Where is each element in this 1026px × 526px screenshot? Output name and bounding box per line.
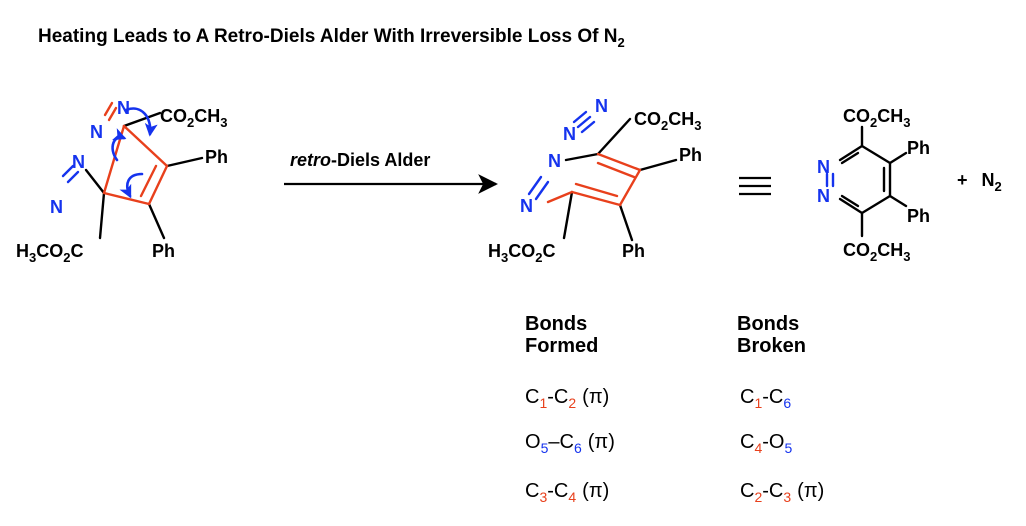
reaction-arrow: retro-Diels Alder [284, 150, 498, 194]
formed-row-1: C1-C2(π) [525, 386, 609, 411]
ph-bottom-label: Ph [622, 241, 645, 261]
bond-c-ph-bottom [618, 203, 634, 242]
ph-bottom-label: Ph [152, 241, 175, 261]
atom-n-top: N [817, 157, 830, 177]
ph-right-label: Ph [205, 147, 228, 167]
bond-c3-c4-red-a [570, 190, 622, 207]
curved-arrow-2 [111, 128, 127, 162]
atom-n-left: N [548, 151, 561, 171]
atom-n2-a: N [595, 96, 608, 116]
bond-c-ph-right [165, 156, 204, 168]
atom-n-left: N [72, 152, 85, 172]
bond-c1-c2-red-a [596, 152, 642, 172]
reactant-structure: N N N N CO2CH3 Ph Ph H3CO2C [16, 98, 228, 265]
ester-top-label: CO2CH3 [843, 106, 910, 130]
ester-top-label: CO2CH3 [634, 109, 701, 133]
product-structure: N N N N CO2CH3 Ph Ph H3CO2C [488, 96, 702, 265]
ph-top-label: Ph [907, 138, 930, 158]
atom-n2-b: N [563, 124, 576, 144]
bond-c-ester-bottom [562, 190, 574, 240]
broken-row-1: C1-C6 [740, 386, 791, 411]
ester-bottom-label: H3CO2C [488, 241, 555, 265]
bond-c-n-left [84, 168, 106, 195]
bond-n-triple-c [572, 110, 588, 124]
ester-bottom-label: H3CO2C [16, 241, 83, 265]
ph-bottom-label: Ph [907, 206, 930, 226]
formed-row-3: C3-C4(π) [525, 480, 609, 505]
formed-row-2: O5–C6(π) [525, 431, 615, 456]
equivalence-symbol [739, 176, 771, 196]
ester-bottom-label: CO2CH3 [843, 240, 910, 264]
broken-header-1: Bonds [737, 313, 799, 335]
bond-c-ester-top [596, 117, 632, 156]
broken-row-2: C4-O5 [740, 431, 792, 456]
bond-c3-c4-red-b [574, 182, 619, 198]
bond-c-ph-bottom [147, 202, 166, 240]
atom-n-bottom: N [817, 186, 830, 206]
bond-c-c-red-right [122, 124, 169, 168]
curved-arrow-3 [119, 172, 144, 199]
bond-c-ph-right [638, 158, 678, 172]
curved-arrow-1 [124, 107, 158, 137]
bond-c-n [564, 152, 600, 162]
bonds-broken-table: Bonds Broken C1-C6 C4-O5 C2-C3(π) [737, 313, 824, 505]
byproduct-n2: +N2 [957, 170, 1002, 194]
bond-c-ester-bottom [98, 191, 106, 240]
atom-n-bottom: N [520, 196, 533, 216]
bond-c-ester-top [122, 111, 162, 128]
broken-row-3: C2-C3(π) [740, 480, 824, 505]
bond-c1-c2-red-b [596, 161, 636, 179]
atom-n-top: N [117, 98, 130, 118]
atom-n-bottom: N [50, 197, 63, 217]
bond-n-n-red-b [103, 101, 114, 117]
ph-right-label: Ph [679, 145, 702, 165]
bond-c4-n-red [546, 190, 574, 204]
bond-n-n-b [527, 175, 543, 196]
ester-top-label: CO2CH3 [160, 106, 227, 130]
formed-header-1: Bonds [525, 313, 587, 335]
bond-c-c-double-a [147, 164, 169, 206]
bond-n-triple-a [576, 115, 592, 129]
bond-c-c-double-b [139, 164, 158, 198]
pyridazine-structure: N N CO2CH3 CO2CH3 Ph Ph [817, 106, 930, 264]
broken-header-2: Broken [737, 335, 806, 357]
bonds-formed-table: Bonds Formed C1-C2(π) O5–C6(π) C3-C4(π) [525, 313, 615, 505]
atom-n-mid: N [90, 122, 103, 142]
bond-n-n-a [534, 180, 550, 201]
page-title: Heating Leads to A Retro-Diels Alder Wit… [38, 26, 625, 50]
formed-header-2: Formed [525, 335, 598, 357]
bond-c2-c3-red [618, 168, 642, 207]
bond-n-n-red-a [107, 106, 118, 122]
bond-n-triple-b [580, 120, 596, 134]
arrow-label: retro-Diels Alder [290, 150, 430, 170]
bond-c1-c6-red [102, 191, 151, 206]
